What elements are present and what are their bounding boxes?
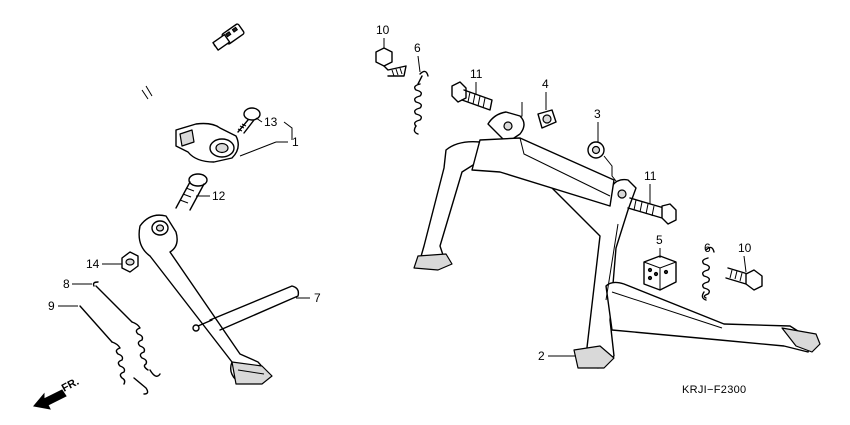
- callout-6-lower: 6: [704, 241, 711, 255]
- svg-text:11: 11: [470, 67, 483, 81]
- pivot-nut: [121, 251, 139, 273]
- stopper-rubber: [643, 255, 677, 291]
- callout-1: 1: [239, 135, 299, 157]
- collar-4: [537, 109, 557, 129]
- pivot-bolt: [175, 173, 208, 211]
- collar-3: [587, 141, 605, 159]
- side-stand-springs: [79, 281, 161, 395]
- main-stand: [413, 111, 821, 369]
- svg-text:14: 14: [86, 257, 100, 271]
- callout-9: 9: [48, 299, 78, 313]
- svg-text:FR.: FR.: [60, 376, 81, 395]
- front-direction-arrow: FR.: [33, 376, 81, 410]
- svg-text:9: 9: [48, 299, 55, 313]
- callout-4: 4: [542, 77, 549, 110]
- callout-14: 14: [86, 257, 122, 271]
- switch-bolt: [237, 107, 261, 134]
- callout-2: 2: [538, 349, 576, 363]
- svg-text:2: 2: [538, 349, 545, 363]
- callout-13: 13: [255, 115, 293, 140]
- svg-text:5: 5: [656, 233, 663, 247]
- pivot-bolt-upper: [451, 81, 493, 111]
- switch-wire-harness: [105, 44, 215, 147]
- pivot-bolt-lower: [627, 197, 677, 225]
- side-stand-switch: [175, 122, 239, 163]
- spring-bolt-upper: [375, 47, 407, 77]
- main-stand-spring-upper: [413, 70, 429, 135]
- svg-text:8: 8: [63, 277, 70, 291]
- svg-text:10: 10: [376, 23, 390, 37]
- callout-7: 7: [296, 291, 321, 305]
- callout-5: 5: [656, 233, 663, 258]
- spring-bolt-lower: [725, 267, 763, 291]
- callout-12: 12: [196, 189, 226, 203]
- callout-10-lower: 10: [738, 241, 752, 273]
- svg-text:6: 6: [704, 241, 711, 255]
- callout-6-upper: 6: [414, 41, 421, 73]
- callout-11-lower: 11: [644, 169, 657, 204]
- callout-10-upper: 10: [376, 23, 390, 48]
- svg-text:6: 6: [414, 41, 421, 55]
- main-stand-spring-lower: [701, 246, 715, 301]
- svg-text:12: 12: [212, 189, 226, 203]
- callout-8: 8: [63, 277, 92, 291]
- svg-text:4: 4: [542, 77, 549, 91]
- svg-text:3: 3: [594, 107, 601, 121]
- svg-text:1: 1: [292, 135, 299, 149]
- callout-11-upper: 11: [470, 67, 483, 94]
- diagram-code: KRJI−F2300: [682, 384, 746, 396]
- svg-text:11: 11: [644, 169, 657, 183]
- svg-text:10: 10: [738, 241, 752, 255]
- callout-3: 3: [594, 107, 601, 142]
- svg-text:13: 13: [264, 115, 278, 129]
- side-stand: [138, 214, 300, 385]
- wire-connector: [212, 23, 245, 51]
- svg-text:7: 7: [314, 291, 321, 305]
